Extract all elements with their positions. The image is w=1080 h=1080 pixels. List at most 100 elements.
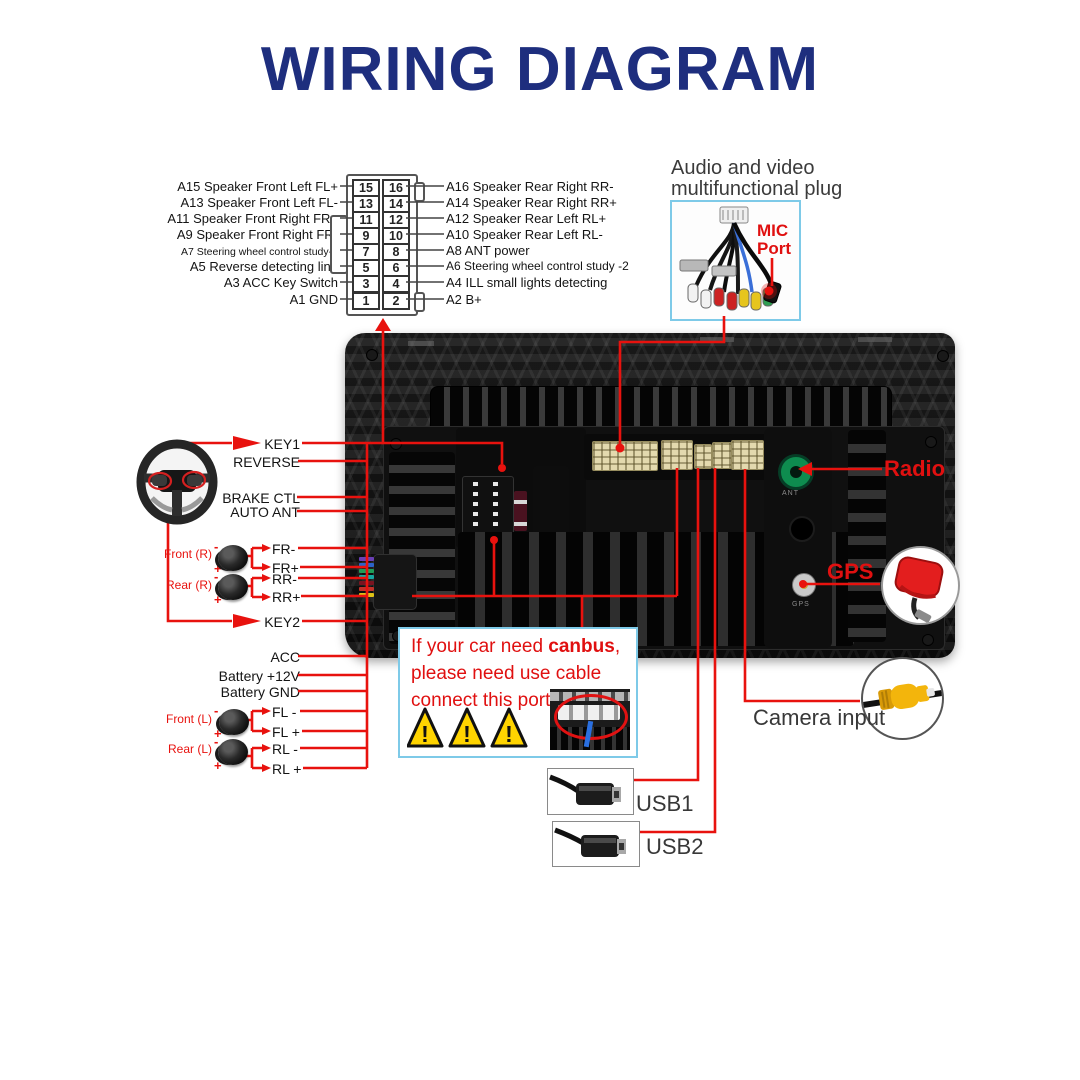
polarity-minus: -	[214, 734, 219, 749]
photo-highlight-ellipse	[554, 694, 628, 740]
connector-tab	[414, 182, 425, 202]
pin-label-a11: A11 Speaker Front Right FR+	[167, 211, 338, 226]
pin-label-a16: A16 Speaker Rear Right RR-	[446, 179, 614, 194]
connector-latch	[330, 215, 348, 274]
label-battery-12v: Battery +12V	[218, 668, 300, 684]
label-rear-right-speaker: Rear (R)	[165, 578, 212, 592]
harness-socket-b	[661, 440, 693, 470]
screw	[925, 436, 937, 448]
label-fl-plus: FL +	[272, 724, 300, 740]
speaker-rear-right-icon	[218, 574, 248, 600]
usb2-plug-box	[552, 821, 640, 867]
label-fr-minus: FR-	[272, 541, 296, 557]
pin-label-a5: A5 Reverse detecting line	[189, 259, 338, 274]
label-fr-plus: FR+	[272, 560, 299, 576]
warning-exclamation: !	[421, 721, 429, 747]
polarity-minus: -	[214, 569, 219, 584]
screw	[366, 349, 378, 361]
label-rl-minus: RL -	[272, 741, 298, 757]
pin-4: 4	[382, 275, 410, 293]
av-plug-box	[670, 200, 801, 321]
label-acc: ACC	[270, 649, 300, 665]
canbus-note-line1: If your car need canbus,	[411, 636, 620, 658]
gps-label: GPS	[827, 559, 874, 584]
frame-mark	[700, 337, 734, 342]
wire-purple	[359, 557, 374, 561]
fuse	[514, 491, 527, 531]
frame-mark	[408, 341, 434, 346]
wire-maroon	[359, 581, 374, 585]
warning-exclamation: !	[463, 721, 471, 747]
speaker-front-left-icon	[219, 709, 249, 735]
pin-3: 3	[352, 275, 380, 293]
wire-blue	[359, 563, 374, 567]
usb1-label: USB1	[636, 791, 694, 816]
camera-plug-callout	[861, 657, 944, 740]
pin-label-a12: A12 Speaker Rear Left RL+	[446, 211, 607, 226]
canbus-note-line2: please need use cable	[411, 663, 602, 684]
camera-rca-drawing	[863, 683, 942, 710]
harness-socket-e	[731, 440, 764, 470]
label-auto-ant: AUTO ANT	[230, 504, 300, 520]
mic-port-label-line1: MIC	[757, 221, 789, 240]
pin-label-a8: A8 ANT power	[446, 243, 530, 258]
label-reverse: REVERSE	[233, 454, 300, 470]
screw	[922, 634, 934, 646]
canbus-text-suffix: ,	[614, 636, 621, 657]
harness-socket-large	[592, 441, 658, 471]
pin-label-a3: A3 ACC Key Switch	[223, 275, 338, 290]
frame-mark	[858, 337, 892, 342]
polarity-plus: +	[214, 758, 222, 773]
speaker-rear-left-icon	[218, 739, 248, 765]
label-battery-gnd: Battery GND	[220, 684, 300, 700]
usb1-plug-box	[547, 768, 634, 815]
pin-label-a7: A7 Steering wheel control study-1	[180, 246, 338, 258]
page-title: WIRING DIAGRAM	[260, 35, 820, 104]
pin-15: 15	[352, 179, 380, 197]
pin-2: 2	[382, 292, 410, 310]
camera-input-label: Camera input	[753, 705, 886, 730]
label-rr-plus: RR+	[272, 589, 301, 605]
label-brake-ctl: BRAKE CTL	[222, 490, 300, 506]
harness-socket-d	[712, 442, 732, 469]
label-rr-minus: RR-	[272, 571, 297, 587]
gps-port-mark: GPS	[792, 601, 810, 608]
gps-port-center	[800, 581, 808, 589]
screw	[390, 438, 402, 450]
radio-label: Radio	[884, 456, 946, 481]
warning-exclamation: !	[505, 721, 513, 747]
canbus-note-line3: connect this port	[411, 690, 551, 711]
usb2-plug-drawing	[554, 827, 626, 857]
polarity-minus: -	[214, 703, 219, 718]
wiring-harness-connector	[373, 554, 417, 610]
screw	[937, 350, 949, 362]
pin-label-a15: A15 Speaker Front Left FL+	[177, 179, 338, 194]
pin-1: 1	[352, 292, 380, 310]
pin-label-a4: A4 ILL small lights detecting	[446, 275, 608, 290]
canbus-text-prefix: If your car need	[411, 636, 549, 657]
pin-label-a6: A6 Steering wheel control study -2	[446, 259, 629, 273]
gps-antenna-drawing	[894, 556, 944, 623]
radio-port-center	[790, 466, 802, 478]
polarity-minus: -	[214, 539, 219, 554]
label-fl-minus: FL -	[272, 704, 297, 720]
pin-label-a13: A13 Speaker Front Left FL-	[180, 195, 338, 210]
connector-tab	[414, 292, 425, 312]
wire-yellow	[359, 593, 374, 597]
label-key2: KEY2	[264, 614, 300, 630]
av-plug-label-line2: multifunctional plug	[671, 178, 843, 200]
usb1-plug-drawing	[549, 774, 621, 805]
mic-port-label-line2: Port	[757, 239, 791, 258]
port-hole	[789, 516, 815, 542]
pin-label-a1: A1 GND	[289, 292, 338, 307]
radio-antenna-port	[778, 454, 814, 490]
harness-socket-c	[694, 444, 712, 469]
pin-label-a9: A9 Speaker Front Right FR-	[176, 227, 338, 242]
gps-antenna-callout	[881, 546, 960, 625]
heatsink-left	[389, 452, 455, 644]
gps-antenna-port	[792, 573, 816, 597]
wire-green	[359, 569, 374, 573]
steering-wheel-icon	[136, 439, 218, 525]
pin-label-a2: A2 B+	[446, 292, 482, 307]
